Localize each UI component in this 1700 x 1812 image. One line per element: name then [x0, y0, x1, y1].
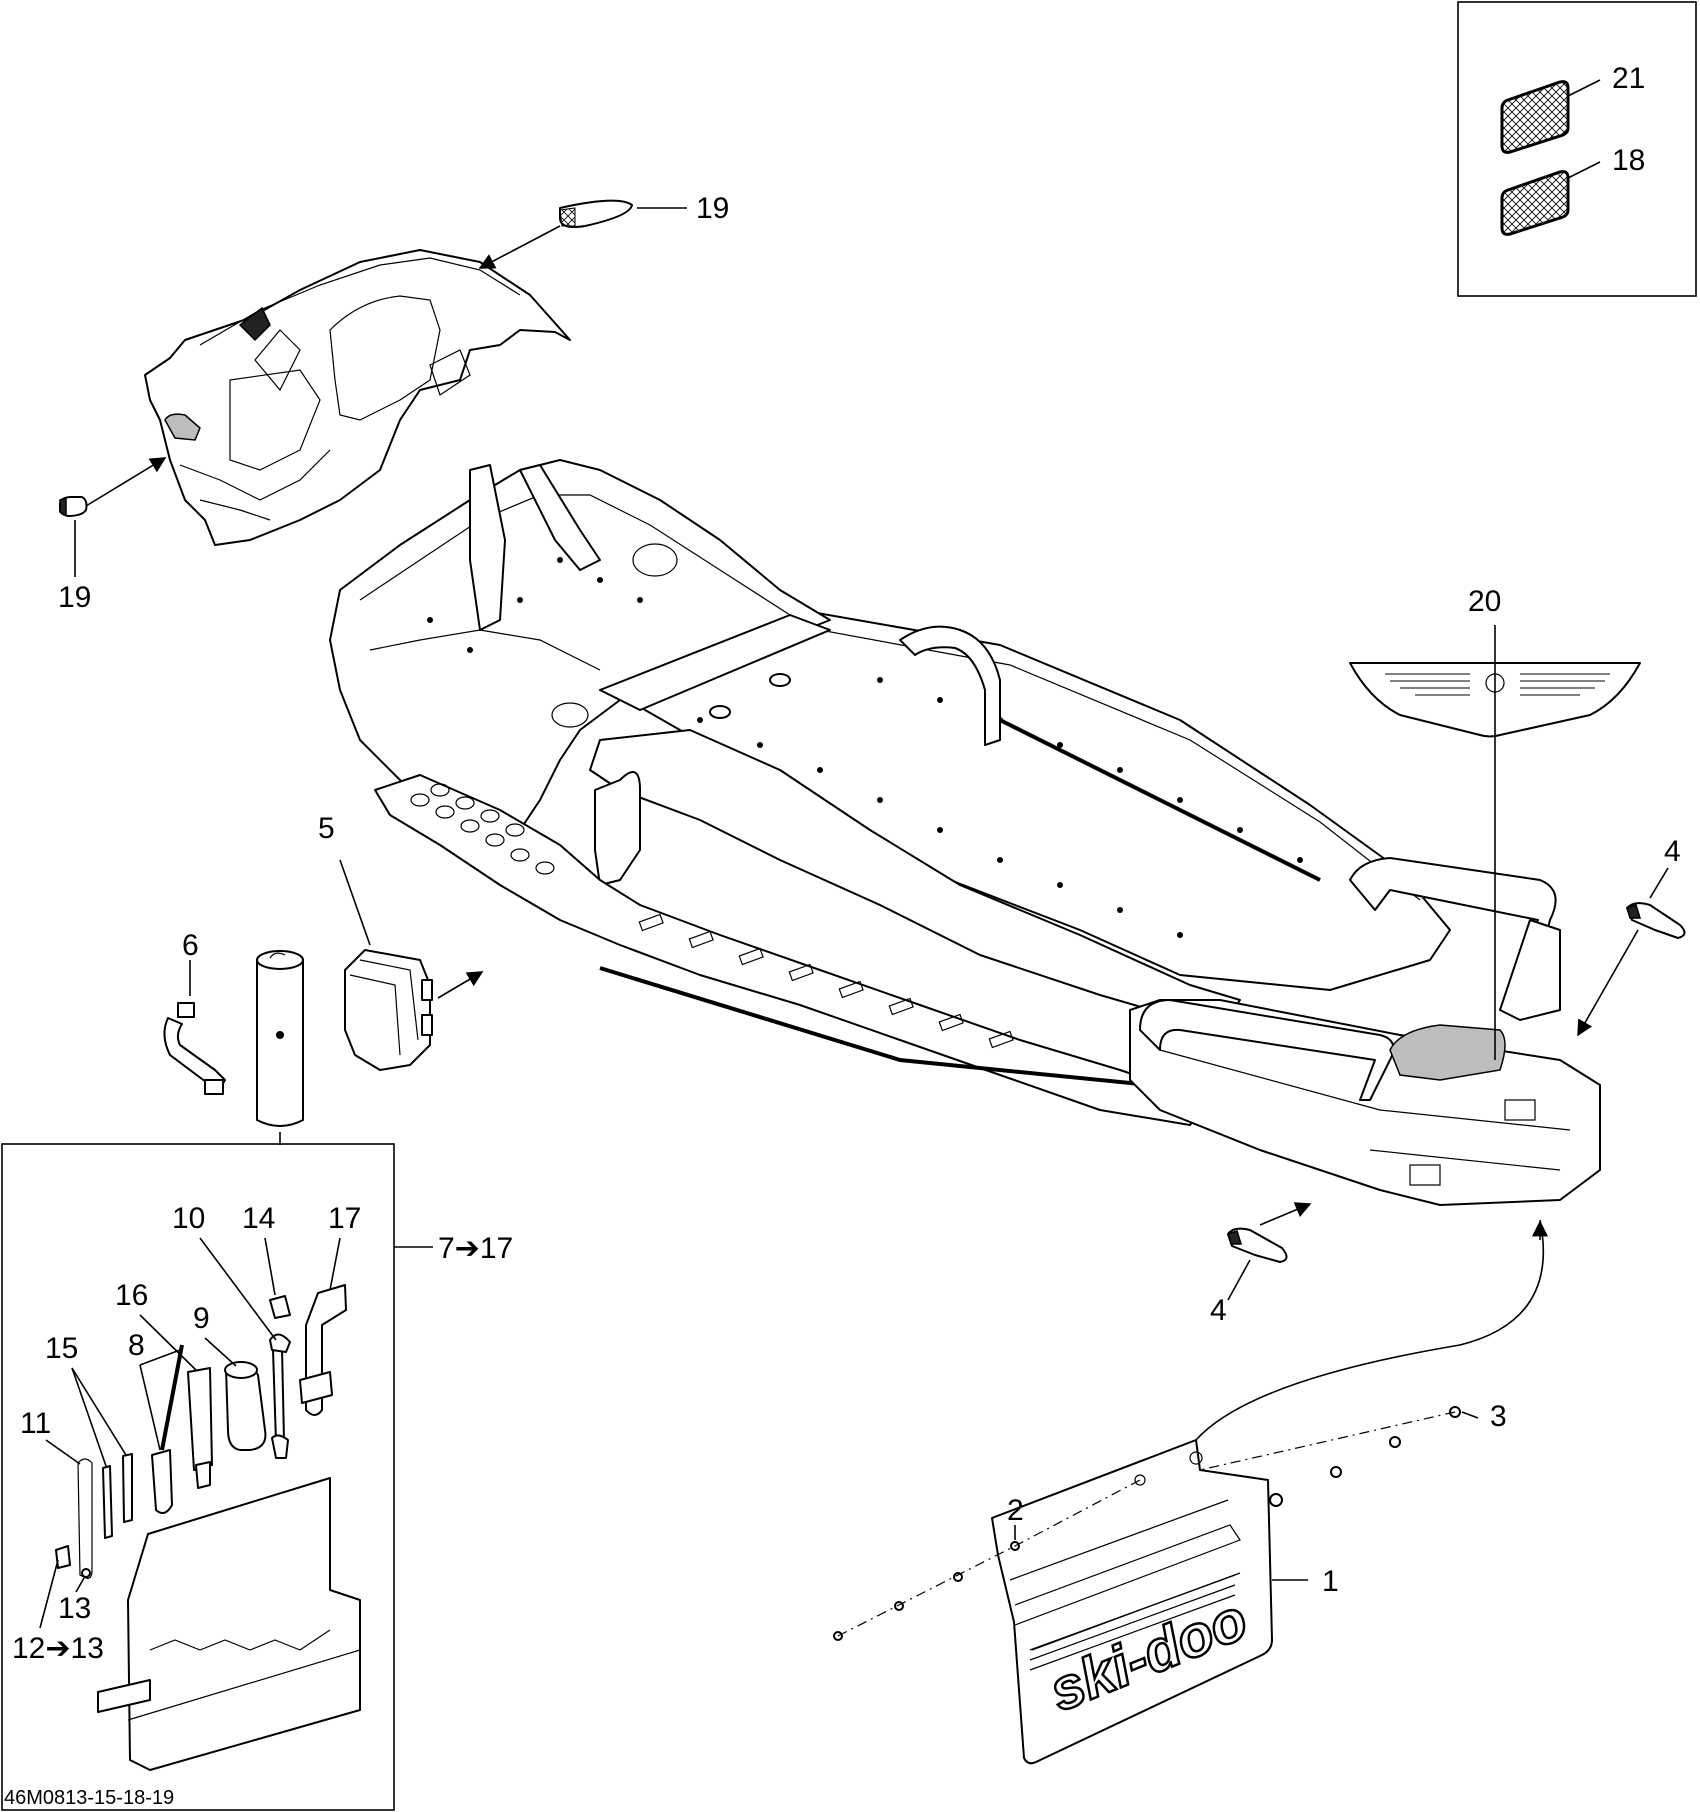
callout-16: 16	[115, 1279, 148, 1312]
callout-6: 6	[182, 929, 199, 962]
callout-1: 1	[1322, 1565, 1339, 1598]
callout-21: 21	[1612, 62, 1645, 95]
tool-10-wrench	[269, 1333, 291, 1459]
tool-13-nut	[81, 1568, 91, 1578]
callout-18: 18	[1612, 144, 1645, 177]
callout-9: 9	[193, 1302, 210, 1335]
part-5-cover	[344, 949, 433, 1071]
tool-11-wire	[77, 1458, 93, 1579]
tool-9-socket	[224, 1361, 267, 1451]
callout-4-right: 4	[1664, 835, 1681, 868]
decal-19-top	[559, 199, 633, 228]
decal-18	[1500, 170, 1570, 236]
callout-8: 8	[128, 1329, 145, 1362]
chassis-frame	[329, 459, 1601, 1206]
callout-7-17: 7➔17	[438, 1232, 513, 1265]
decal-19-left	[59, 496, 88, 517]
snow-flap: ski-doo	[991, 1439, 1273, 1765]
tool-canister	[256, 950, 304, 1127]
callout-5: 5	[318, 812, 335, 845]
toolkit-box	[1, 1143, 395, 1811]
toolkit-leaders	[39, 1237, 341, 1629]
callout-4-lower: 4	[1210, 1294, 1227, 1327]
tool-8-screwdriver	[151, 1344, 184, 1515]
tool-14-clip	[269, 1295, 291, 1319]
callout-20: 20	[1468, 585, 1501, 618]
part-6-strap	[163, 1002, 226, 1095]
callout-12-13: 12➔13	[12, 1632, 104, 1665]
decal-4-lower	[1227, 1227, 1288, 1263]
callout-14: 14	[242, 1202, 275, 1235]
callout-labels: 1 2 3 4 4 5 6 7➔17 8 9 10 11 12➔13 13 14…	[12, 62, 1681, 1665]
decal-4-right	[1626, 902, 1686, 939]
callout-2: 2	[1007, 1494, 1024, 1527]
callout-19-top: 19	[696, 192, 729, 225]
callout-11: 11	[20, 1407, 51, 1440]
console-assembly	[144, 249, 571, 546]
decal-inset-box	[1457, 1, 1697, 297]
tool-16-socket	[187, 1367, 213, 1489]
tool-17-spanner	[299, 1284, 347, 1416]
callout-13: 13	[58, 1592, 91, 1625]
tool-pouch	[97, 1477, 361, 1771]
callout-10: 10	[172, 1202, 205, 1235]
callout-17: 17	[328, 1202, 361, 1235]
fasteners-3-nuts	[1269, 1406, 1461, 1507]
tool-15-pins	[102, 1453, 133, 1539]
callout-19-left: 19	[58, 581, 91, 614]
decal-21	[1500, 80, 1570, 154]
drawing-code: 46M0813-15-18-19	[4, 1787, 174, 1809]
callout-3: 3	[1490, 1400, 1507, 1433]
callout-15: 15	[45, 1332, 78, 1365]
tool-12-bracket	[55, 1545, 71, 1569]
fasteners-2-rivets	[833, 1541, 1020, 1641]
